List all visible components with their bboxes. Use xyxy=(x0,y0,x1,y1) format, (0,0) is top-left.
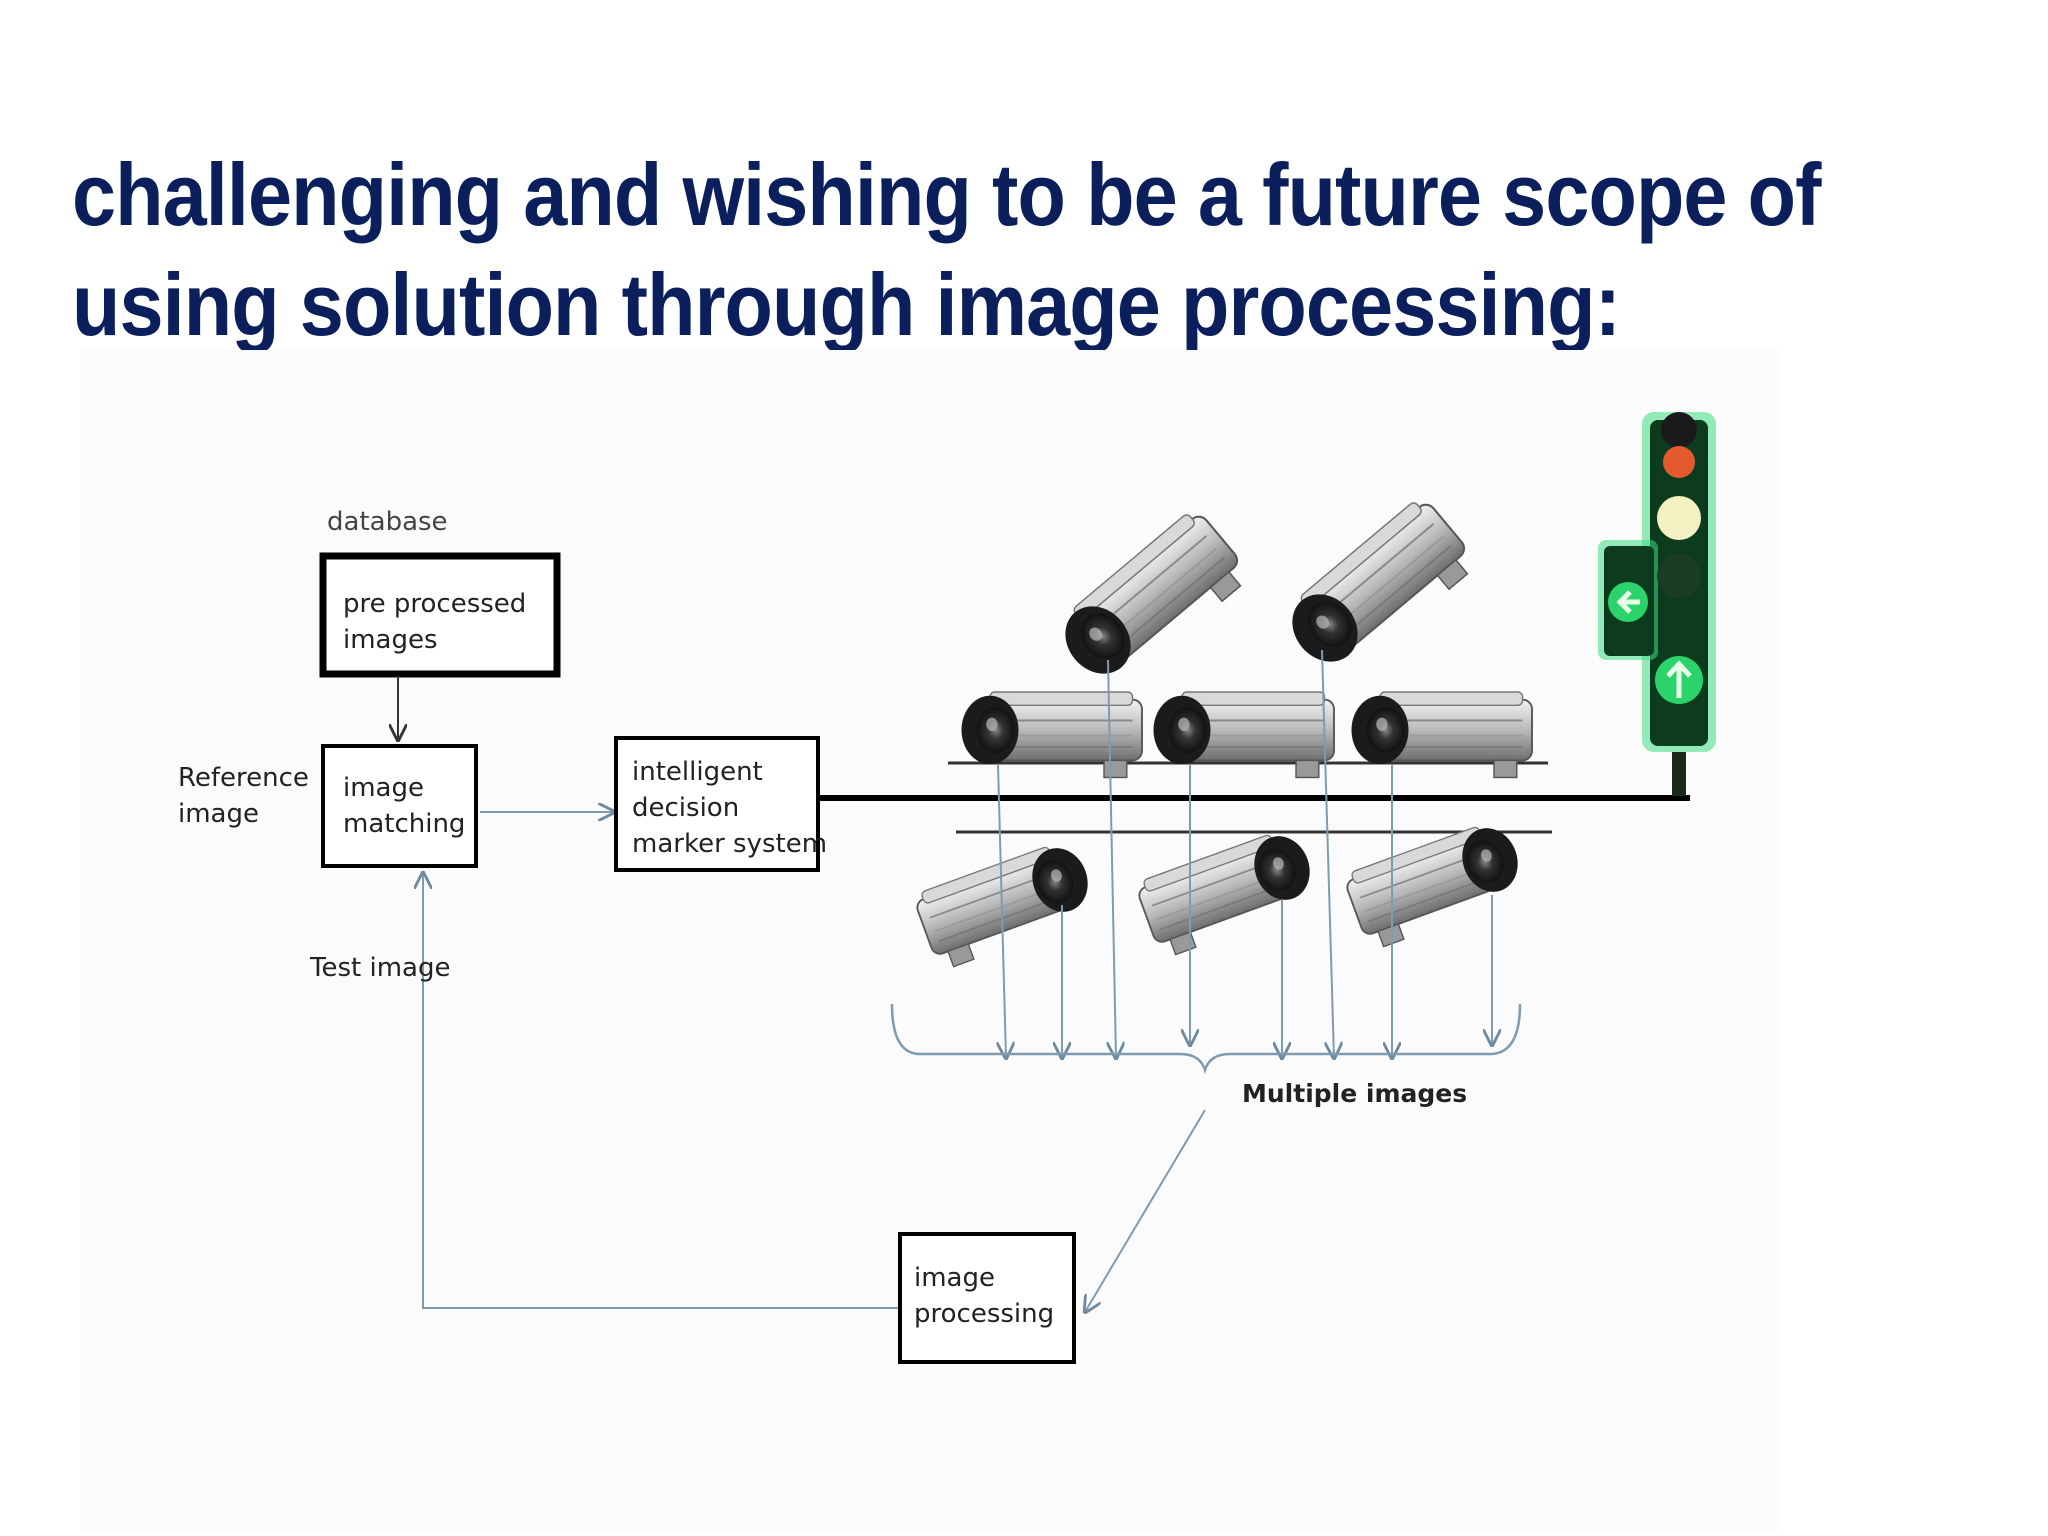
processing-line-2: processing xyxy=(914,1299,1054,1329)
cctv-camera-icon xyxy=(1275,493,1481,687)
traffic-light-icon xyxy=(1598,412,1716,796)
cctv-camera-icon xyxy=(911,836,1102,973)
multiple-images-label: Multiple images xyxy=(1242,1079,1467,1108)
preprocessed-line-2: images xyxy=(343,625,438,655)
processing-line-1: image xyxy=(914,1263,995,1293)
matching-line-1: image xyxy=(343,773,424,803)
matching-line-2: matching xyxy=(343,809,465,839)
cctv-camera-icon xyxy=(1133,824,1324,961)
cctv-camera-icon xyxy=(1350,691,1533,779)
title-line-1: challenging and wishing to be a future s… xyxy=(72,145,1822,244)
decision-line-2: decision xyxy=(632,793,739,823)
decision-line-1: intelligent xyxy=(632,757,763,787)
decision-system-box xyxy=(614,736,820,872)
arrow-images-to-processing xyxy=(1085,1109,1206,1312)
preprocessed-line-1: pre processed xyxy=(343,589,526,619)
title-line-2: using solution through image processing: xyxy=(72,255,1621,354)
database-label: database xyxy=(327,507,448,537)
image-matching-box xyxy=(321,744,478,868)
test-image-label: Test image xyxy=(309,953,450,983)
cctv-camera-icon xyxy=(960,691,1143,779)
preprocessed-images-box xyxy=(319,552,561,678)
reference-label-line-1: Reference xyxy=(178,763,309,793)
image-processing-box xyxy=(898,1232,1076,1364)
images-bracket xyxy=(890,1003,1522,1075)
camera-feed-arrows xyxy=(998,649,1492,1058)
cctv-camera-icon xyxy=(1152,691,1335,779)
decision-line-3: marker system xyxy=(632,829,827,859)
reference-label-line-2: image xyxy=(178,799,259,829)
arrow-processing-to-matching xyxy=(423,873,898,1309)
slide-title: challenging and wishing to be a future s… xyxy=(72,140,1822,360)
cctv-camera-icon xyxy=(1341,816,1532,953)
cctv-camera-icon xyxy=(1048,505,1254,699)
